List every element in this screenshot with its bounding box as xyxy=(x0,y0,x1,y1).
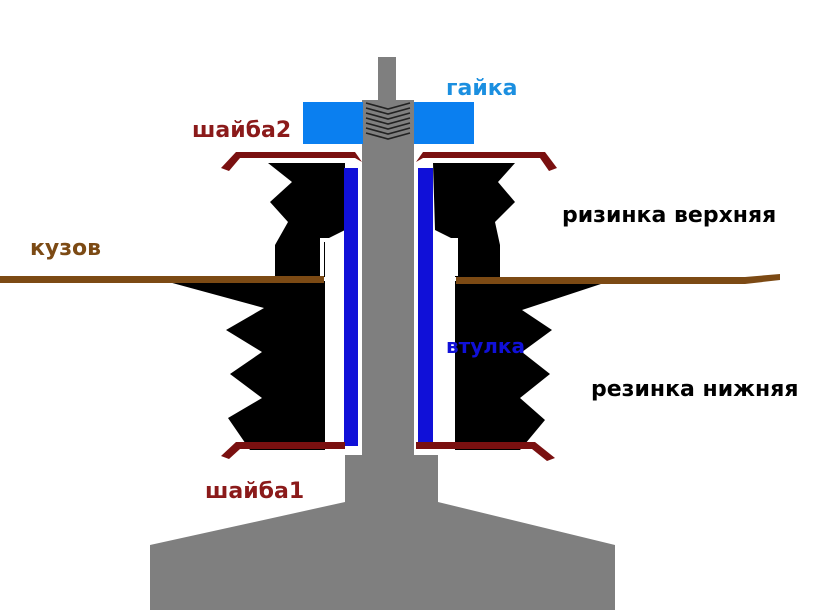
lower-rubber-label: резинка нижняя xyxy=(591,377,799,402)
lower-rubber xyxy=(165,281,325,450)
upper-rubber xyxy=(268,163,345,277)
thread-lines xyxy=(365,102,411,140)
bushing-right-edge xyxy=(414,168,418,446)
bushing-left xyxy=(344,168,361,446)
car-body-label: кузов xyxy=(30,236,102,261)
lower-rubber xyxy=(455,281,610,450)
nut-left xyxy=(303,102,363,144)
rod-thread-tip xyxy=(378,57,396,105)
top-washer xyxy=(416,152,557,171)
top-washer-label: шайба2 xyxy=(192,118,292,143)
body-flange-gap xyxy=(320,238,344,276)
upper-rubber xyxy=(433,163,515,277)
piston-rod xyxy=(362,100,414,460)
bottom-washer-label: шайба1 xyxy=(205,479,305,504)
nut-label: гайка xyxy=(446,76,518,101)
bushing-label: втулка xyxy=(446,334,526,358)
car-body-panel xyxy=(456,274,780,284)
top-washer xyxy=(221,152,362,171)
upper-rubber-label: ризинка верхняя xyxy=(562,203,777,228)
bushing-left-edge xyxy=(358,168,362,446)
bottom-washer xyxy=(416,442,555,461)
bottom-washer xyxy=(221,442,345,459)
body-flange-gap xyxy=(438,238,458,276)
nut-right xyxy=(414,102,474,144)
shock-body xyxy=(150,455,615,610)
car-body-panel xyxy=(0,276,324,283)
bushing-right xyxy=(416,168,433,446)
